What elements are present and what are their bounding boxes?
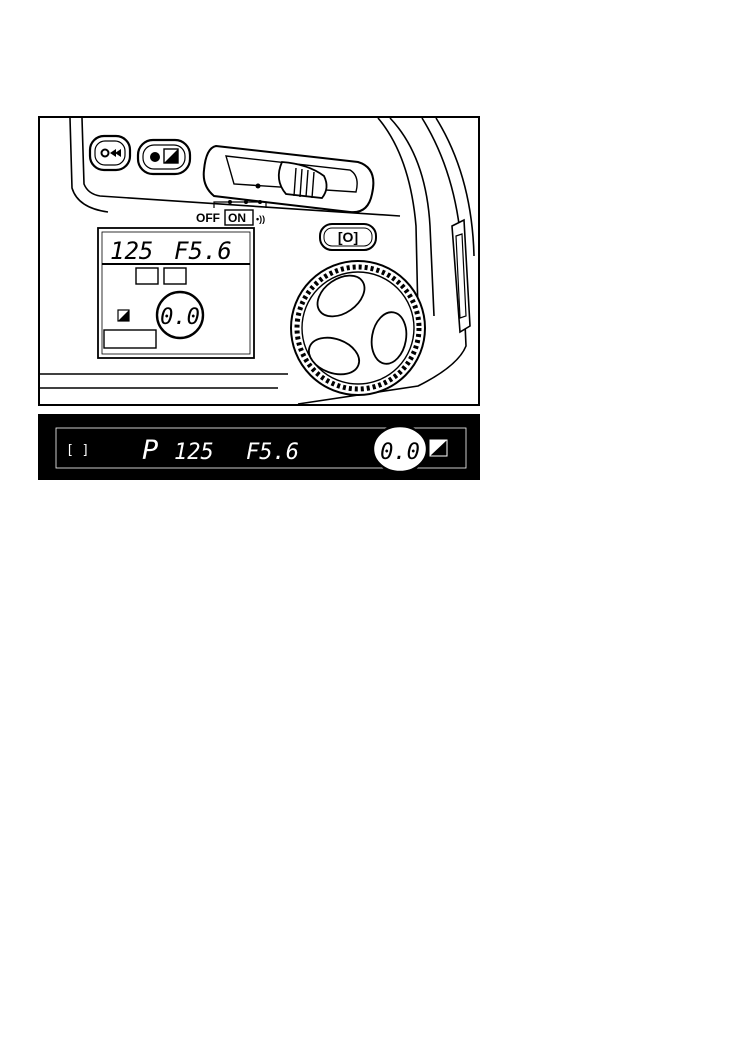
switch-on-label: ON xyxy=(228,211,246,225)
lcd-exposure-compensation: 0.0 xyxy=(160,305,200,330)
mode-rewind-button[interactable] xyxy=(90,136,130,170)
vf-shutter-speed: 125 xyxy=(174,440,214,465)
vf-focus-bracket: [ ] xyxy=(66,443,89,458)
exposure-compensation-icon xyxy=(164,149,178,163)
lcd-exposure-compensation-icon xyxy=(118,310,129,321)
vf-mode: P xyxy=(142,435,158,466)
vf-exposure-compensation-icon xyxy=(430,440,447,456)
top-lcd-panel: 125 F5.6 0.0 xyxy=(98,228,254,358)
exposure-compensation-button[interactable] xyxy=(138,140,190,174)
vf-exposure-compensation: 0.0 xyxy=(380,440,420,465)
vf-aperture: F5.6 xyxy=(246,440,299,465)
switch-off-label: OFF xyxy=(196,211,220,225)
camera-illustration: OFF ON •)) [O] 125 F5.6 0.0 xyxy=(38,116,480,480)
metering-button[interactable]: [O] xyxy=(320,224,376,250)
switch-beep-label: •)) xyxy=(256,214,265,224)
viewfinder-display: [ ] P 125 F5.6 0.0 xyxy=(38,414,480,480)
lcd-aperture: F5.6 xyxy=(174,237,232,265)
command-dial[interactable] xyxy=(291,261,425,395)
lcd-shutter-speed: 125 xyxy=(110,237,153,265)
metering-button-label: [O] xyxy=(338,229,358,245)
button-dot-icon xyxy=(150,152,160,162)
